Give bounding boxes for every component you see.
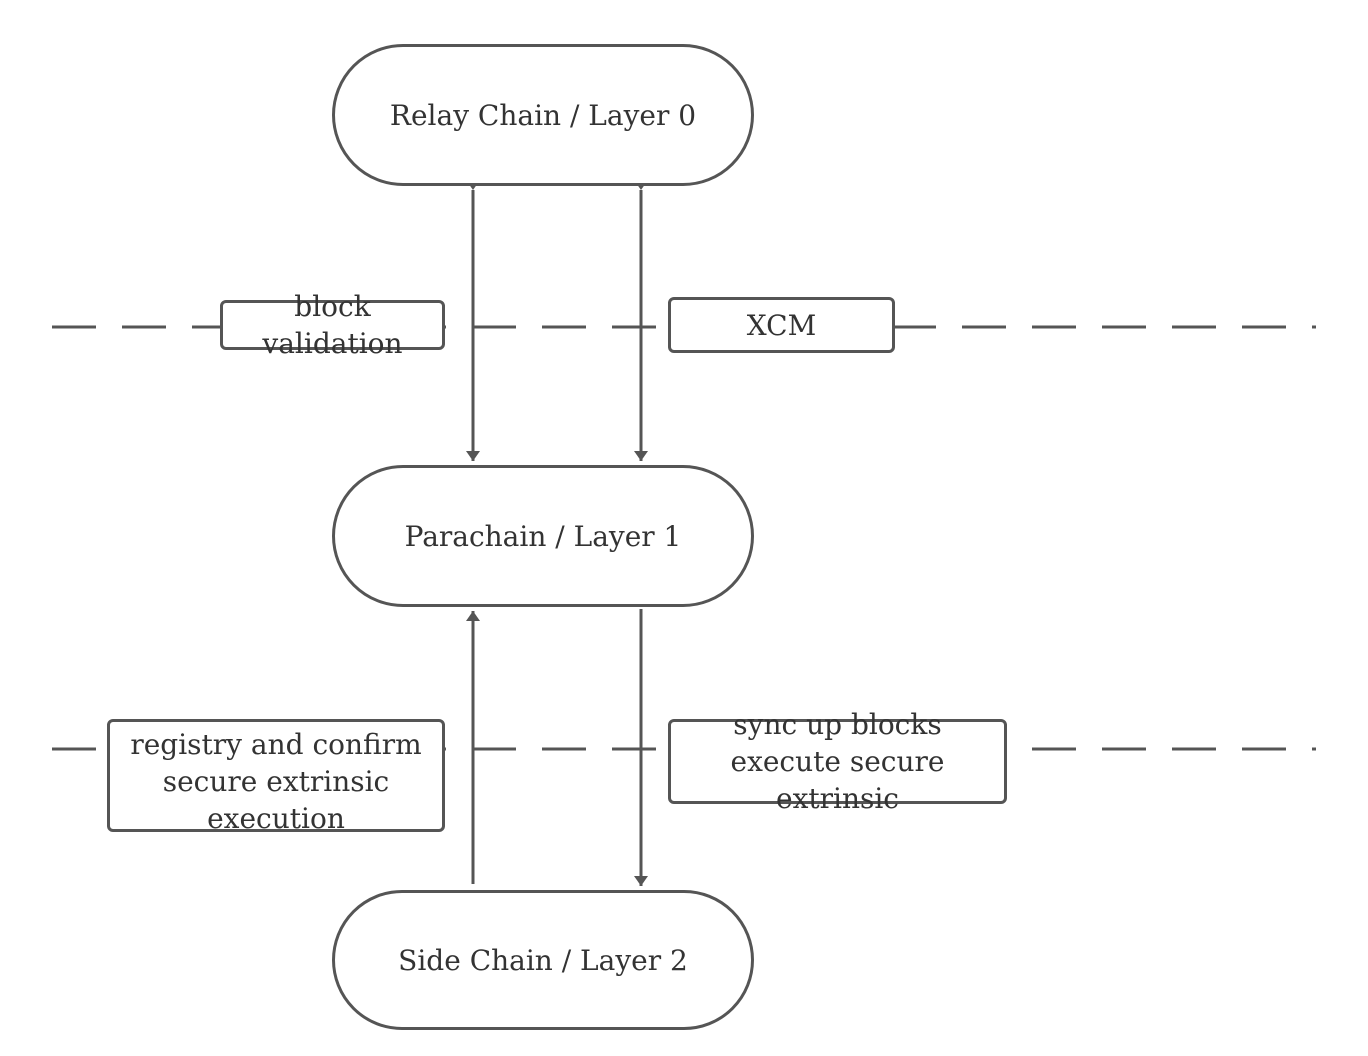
registry-text: registry and confirm secure extrinsic ex… xyxy=(130,728,422,835)
xcm-label: XCM xyxy=(668,297,895,353)
parachain-label: Parachain / Layer 1 xyxy=(404,519,682,553)
relay-chain-label: Relay Chain / Layer 0 xyxy=(389,98,697,132)
registry-label: registry and confirm secure extrinsic ex… xyxy=(107,719,445,835)
sync-label: sync up blocks execute secure extrinsic xyxy=(668,708,1007,815)
parachain-node: Parachain / Layer 1 xyxy=(332,465,754,607)
xcm-text: XCM xyxy=(746,308,817,342)
side-chain-node: Side Chain / Layer 2 xyxy=(332,890,754,1030)
relay-chain-node: Relay Chain / Layer 0 xyxy=(332,44,754,186)
block-validation-label: block validation xyxy=(220,290,445,360)
sync-text: sync up blocks execute secure extrinsic xyxy=(730,708,945,815)
block-validation-text: block validation xyxy=(262,290,403,360)
side-chain-label: Side Chain / Layer 2 xyxy=(398,943,688,977)
